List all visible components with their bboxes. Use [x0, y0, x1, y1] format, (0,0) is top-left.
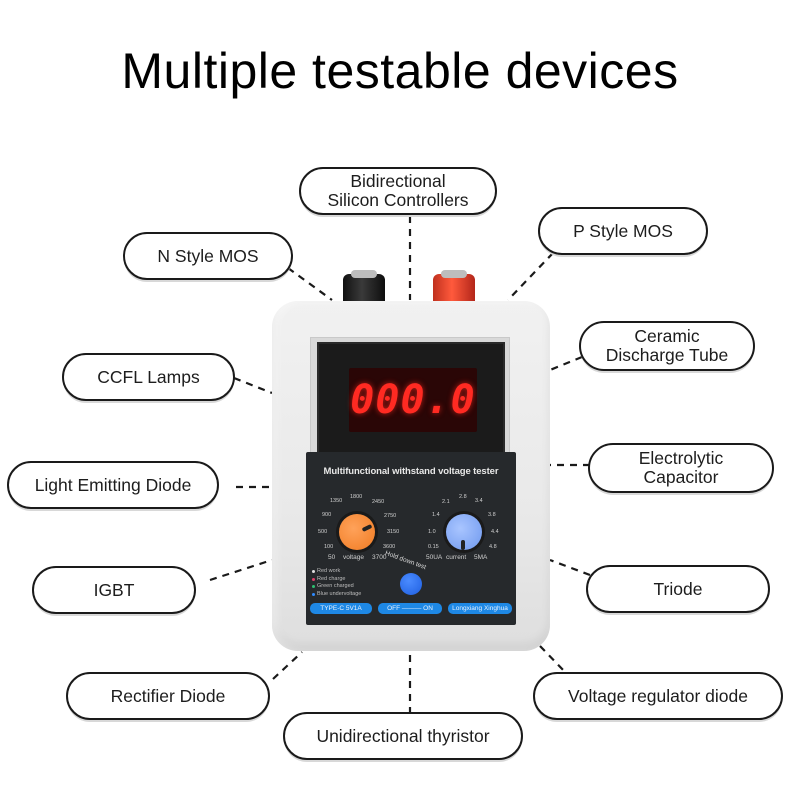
page-title: Multiple testable devices	[121, 43, 679, 99]
legend-item: Red work	[312, 568, 361, 576]
status-legend: Red work Red charge Green charged Blue u…	[312, 568, 361, 598]
label-text: Silicon Controllers	[327, 190, 469, 210]
voltage-tick: 3600	[383, 544, 396, 550]
label-light-emitting-diode: Light Emitting Diode	[7, 461, 219, 509]
current-tick: 3.4	[475, 498, 483, 504]
red-test-terminal	[433, 270, 475, 304]
legend-dot	[312, 577, 315, 581]
legend-label: Red charge	[317, 575, 346, 582]
label-text: P Style MOS	[573, 220, 673, 241]
voltage-tick: 500	[318, 529, 328, 535]
current-tick: 4.8	[489, 544, 497, 550]
label-text: Triode	[653, 578, 703, 599]
label-ceramic-discharge-tube: Ceramic Discharge Tube	[579, 321, 755, 371]
legend-item: Green charged	[312, 583, 361, 591]
power-switch[interactable]: OFF ——— ON	[378, 603, 442, 614]
legend-dot	[312, 585, 315, 589]
connector-igbt	[209, 558, 273, 582]
voltage-tick: 2450	[372, 499, 385, 505]
voltage-tick: 2750	[384, 513, 397, 519]
current-tick: 4.4	[491, 529, 499, 535]
voltage-tick: 900	[322, 512, 332, 518]
label-text: Rectifier Diode	[110, 685, 226, 706]
current-knob-pointer	[461, 540, 465, 550]
type-c-power-tag: TYPE-C 5V1A	[310, 603, 372, 614]
current-min-label: 50UA	[426, 554, 443, 561]
current-max-label: 5MA	[474, 554, 488, 561]
label-text: Capacitor	[643, 467, 719, 487]
label-text: IGBT	[93, 579, 135, 600]
label-n-style-mos: N Style MOS	[123, 232, 293, 280]
label-text: Unidirectional thyristor	[316, 725, 490, 746]
legend-dot	[312, 592, 315, 596]
voltage-tick: 3150	[387, 529, 400, 535]
voltage-tick: 1350	[330, 498, 343, 504]
legend-item: Red charge	[312, 576, 361, 584]
connector-n-mos	[287, 267, 333, 301]
label-text: Light Emitting Diode	[34, 474, 192, 495]
test-button-label: Hold down test	[384, 549, 427, 572]
voltage-knob-pointer	[361, 524, 373, 532]
label-voltage-regulator-diode: Voltage regulator diode	[533, 672, 783, 720]
legend-label: Red work	[317, 568, 341, 574]
label-text: Discharge Tube	[605, 345, 729, 365]
label-rectifier-diode: Rectifier Diode	[66, 672, 270, 720]
label-text: N Style MOS	[157, 245, 259, 266]
voltage-min-label: 50	[328, 554, 336, 561]
label-text: Ceramic	[634, 326, 700, 346]
display-screen: 000.0	[317, 342, 505, 460]
connector-triode	[549, 558, 591, 577]
display-value: 000.0	[350, 377, 476, 423]
current-tick: 2.1	[442, 499, 450, 505]
label-text: Bidirectional	[350, 171, 446, 191]
label-bidirectional-silicon-controllers: Bidirectional Silicon Controllers	[299, 167, 497, 215]
current-tick: 1.4	[432, 512, 440, 518]
label-igbt: IGBT	[32, 566, 196, 614]
current-caption: current	[446, 554, 467, 561]
legend-dot	[312, 570, 315, 574]
black-test-terminal	[343, 270, 385, 304]
current-tick: 3.8	[488, 512, 496, 518]
label-ccfl-lamps: CCFL Lamps	[62, 353, 235, 401]
label-triode: Triode	[586, 565, 770, 613]
legend-label: Green charged	[317, 583, 354, 589]
connector-ccfl	[233, 376, 273, 395]
voltage-caption: voltage	[343, 554, 364, 561]
connector-p-mos	[507, 252, 554, 301]
voltage-tester-device: 000.0 Multifunctional withstand voltage …	[272, 301, 550, 651]
voltage-tick: 100	[324, 544, 334, 550]
label-electrolytic-capacitor: Electrolytic Capacitor	[588, 443, 774, 493]
current-tick: 1.0	[428, 529, 436, 535]
legend-label: Blue undervoltage	[317, 590, 362, 597]
brand-tag: Longxiang Xinghua	[448, 603, 512, 614]
label-text: CCFL Lamps	[97, 366, 200, 387]
hold-down-test-button[interactable]	[400, 573, 422, 595]
label-text: Voltage regulator diode	[568, 685, 748, 706]
voltage-knob[interactable]	[339, 514, 375, 550]
led-display: 000.0	[349, 368, 477, 432]
control-panel: Multifunctional withstand voltage tester…	[306, 452, 516, 625]
panel-title: Multifunctional withstand voltage tester	[323, 466, 499, 477]
connector-rectifier	[272, 651, 303, 680]
voltage-tick: 1800	[350, 494, 363, 500]
current-tick: 2.8	[459, 494, 467, 500]
connector-ceramic	[549, 355, 583, 372]
legend-item: Blue undervoltage	[312, 591, 361, 599]
current-knob[interactable]	[446, 514, 482, 550]
label-p-style-mos: P Style MOS	[538, 207, 708, 255]
label-text: Electrolytic	[638, 448, 724, 468]
connector-regulator	[539, 645, 567, 674]
voltage-max-label: 3700	[372, 554, 387, 561]
label-unidirectional-thyristor: Unidirectional thyristor	[283, 712, 523, 760]
current-tick: 0.15	[428, 544, 439, 550]
